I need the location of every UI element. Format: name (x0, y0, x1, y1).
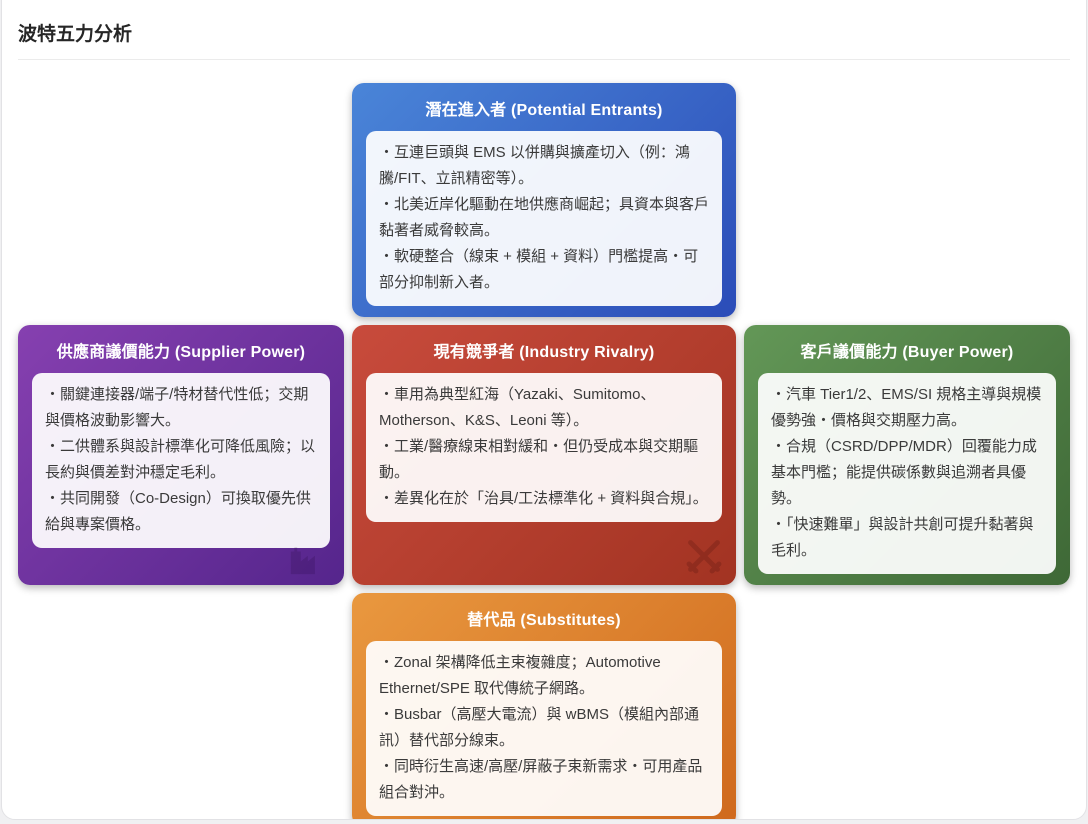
bullet-item: ・汽車 Tier1/2、EMS/SI 規格主導與規模優勢強・價格與交期壓力高。 (771, 386, 1042, 429)
force-card-title: 供應商議價能力 (Supplier Power) (56, 344, 306, 361)
force-card-body: ・互連巨頭與 EMS 以併購與擴產切入（例：鴻騰/FIT、立訊精密等）。 ・北美… (365, 131, 722, 306)
bullet-item: ・工業/醫療線束相對緩和・但仍受成本與交期驅動。 (378, 438, 699, 481)
bullet-item: ・「快速難單」與設計共創可提升黏著與毛利。 (771, 516, 1034, 559)
force-card-body: ・Zonal 架構降低主束複雜度；Automotive Ethernet/SPE… (365, 641, 722, 816)
five-forces-grid: 潛在進入者 (Potential Entrants) ・互連巨頭與 EMS 以併… (18, 83, 1070, 819)
bullet-item: ・共同開發（Co-Design）可換取優先供給與專案價格。 (45, 490, 311, 533)
bullet-item: ・關鍵連接器/端子/特材替代性低；交期與價格波動影響大。 (45, 386, 309, 429)
bullet-item: ・北美近岸化驅動在地供應商崛起；具資本與客戶黏著者威脅較高。 (378, 196, 709, 239)
force-card-supplier-power: 供應商議價能力 (Supplier Power) ・關鍵連接器/端子/特材替代性… (18, 325, 344, 585)
bullet-item: ・互連巨頭與 EMS 以併購與擴產切入（例：鴻騰/FIT、立訊精密等）。 (378, 144, 690, 187)
force-card-buyer-power: 客戶議價能力 (Buyer Power) ・汽車 Tier1/2、EMS/SI … (744, 325, 1070, 585)
bullet-item: ・車用為典型紅海（Yazaki、Sumitomo、Motherson、K&S、L… (378, 386, 656, 429)
bullet-item: ・Busbar（高壓大電流）與 wBMS（模組內部通訊）替代部分線束。 (378, 706, 700, 749)
force-card-industry-rivalry: 現有競爭者 (Industry Rivalry) ・車用為典型紅海（Yazaki… (351, 325, 736, 585)
bullet-item: ・Zonal 架構降低主束複雜度；Automotive Ethernet/SPE… (378, 654, 661, 697)
force-card-title: 潛在進入者 (Potential Entrants) (425, 102, 663, 119)
force-card-substitutes: 替代品 (Substitutes) ・Zonal 架構降低主束複雜度；Autom… (351, 593, 736, 819)
bullet-item: ・差異化在於「治具/工法標準化 + 資料與合規」。 (378, 490, 708, 507)
force-card-body: ・車用為典型紅海（Yazaki、Sumitomo、Motherson、K&S、L… (365, 373, 722, 522)
force-card-title: 客戶議價能力 (Buyer Power) (800, 344, 1014, 361)
force-card-title: 替代品 (Substitutes) (467, 612, 621, 629)
bullet-item: ・合規（CSRD/DPP/MDR）回覆能力成基本門檻；能提供碳係數與追溯者具優勢… (771, 438, 1037, 507)
force-card-title: 現有競爭者 (Industry Rivalry) (433, 344, 655, 361)
force-card-body: ・汽車 Tier1/2、EMS/SI 規格主導與規模優勢強・價格與交期壓力高。 … (758, 373, 1056, 574)
bullet-item: ・軟硬整合（線束 + 模組 + 資料）門檻提高・可部分抑制新入者。 (378, 248, 699, 291)
page-title: 波特五力分析 (18, 17, 1070, 60)
bullet-item: ・二供體系與設計標準化可降低風險；以長約與價差對沖穩定毛利。 (45, 438, 316, 481)
force-card-body: ・關鍵連接器/端子/特材替代性低；交期與價格波動影響大。 ・二供體系與設計標準化… (32, 373, 330, 548)
force-card-potential-entrants: 潛在進入者 (Potential Entrants) ・互連巨頭與 EMS 以併… (351, 83, 736, 317)
bullet-item: ・同時衍生高速/高壓/屏蔽子束新需求・可用產品組合對沖。 (378, 758, 703, 801)
crossed-swords-icon (681, 533, 727, 579)
factory-icon (288, 543, 322, 577)
